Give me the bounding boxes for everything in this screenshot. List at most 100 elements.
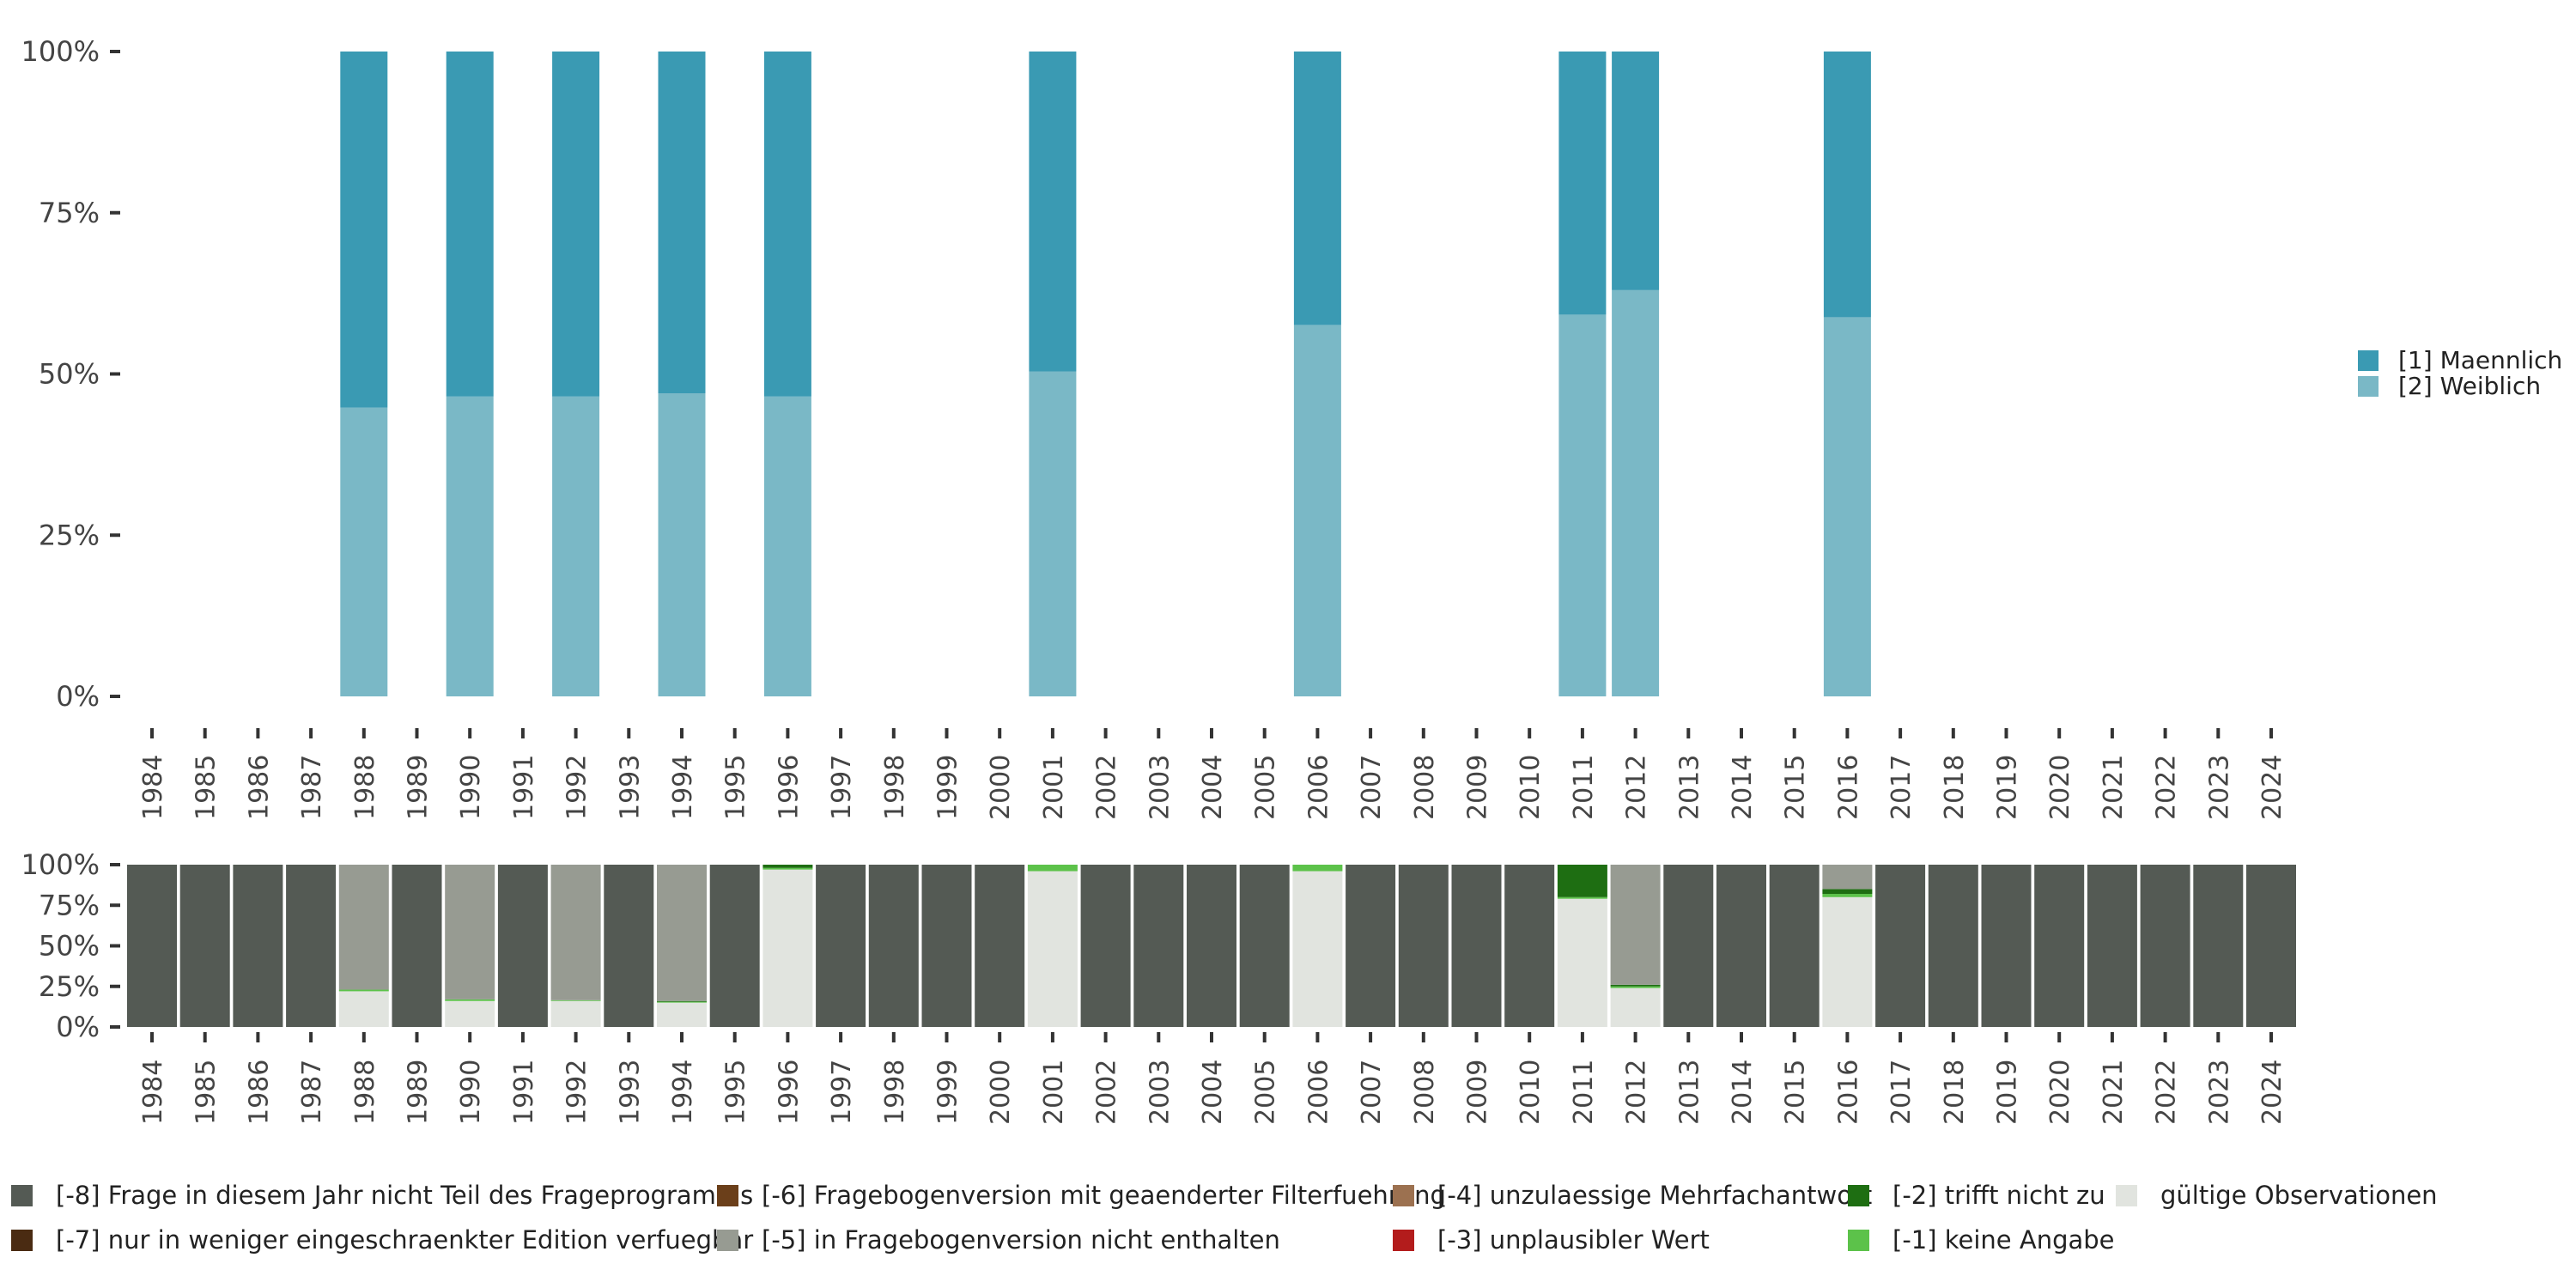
bar-segment-m2-2016 bbox=[1822, 889, 1873, 895]
legend-label-m1: [-1] keine Angabe bbox=[1893, 1225, 2115, 1255]
bar-segment-m8-1995 bbox=[709, 865, 760, 1027]
bar-weiblich-2012 bbox=[1612, 289, 1660, 696]
x-tick-label: 2009 bbox=[1463, 755, 1493, 820]
bar-segment-valid-1988 bbox=[338, 991, 389, 1027]
bar-segment-m5-1994 bbox=[657, 865, 707, 1001]
bar-maennlich-2016 bbox=[1823, 52, 1871, 318]
bar-segment-m8-1998 bbox=[868, 865, 919, 1027]
x-tick-label: 2007 bbox=[1357, 755, 1387, 820]
x-tick-label: 2009 bbox=[1463, 1060, 1493, 1125]
bar-maennlich-1996 bbox=[763, 52, 811, 397]
legend-label-m7: [-7] nur in weniger eingeschraenkter Edi… bbox=[56, 1225, 753, 1255]
bar-segment-m2-2012 bbox=[1610, 984, 1661, 987]
bar-maennlich-2006 bbox=[1293, 52, 1341, 325]
bar-segment-m8-1985 bbox=[179, 865, 230, 1027]
x-tick-label: 1988 bbox=[350, 1060, 380, 1125]
top-chart-legend: [1] Maennlich[2] Weiblich bbox=[2358, 346, 2562, 400]
bar-segment-m8-2004 bbox=[1187, 865, 1236, 1027]
x-tick-label: 1984 bbox=[138, 755, 168, 820]
x-tick-label: 1987 bbox=[297, 1060, 327, 1125]
y-tick-label: 25% bbox=[39, 519, 100, 551]
bar-segment-m8-2000 bbox=[975, 865, 1025, 1027]
bar-maennlich-1992 bbox=[552, 52, 600, 397]
legend-label-m4: [-4] unzulaessige Mehrfachantwort bbox=[1437, 1181, 1872, 1210]
bar-segment-m8-2005 bbox=[1239, 865, 1290, 1027]
x-tick-label: 1992 bbox=[562, 1060, 592, 1125]
x-tick-label: 2015 bbox=[1781, 1060, 1811, 1125]
x-tick-label: 1985 bbox=[191, 1060, 222, 1125]
x-tick-label: 1990 bbox=[456, 1060, 486, 1125]
bar-weiblich-1990 bbox=[446, 396, 494, 696]
x-tick-label: 2001 bbox=[1039, 1060, 1069, 1125]
bar-segment-m2-2011 bbox=[1557, 865, 1607, 897]
x-tick-label: 2013 bbox=[1674, 755, 1704, 820]
x-tick-label: 1994 bbox=[668, 1060, 698, 1125]
bar-maennlich-2001 bbox=[1029, 52, 1077, 372]
bar-maennlich-2011 bbox=[1558, 52, 1607, 315]
x-tick-label: 2019 bbox=[1993, 1060, 2023, 1125]
bar-segment-m8-1993 bbox=[604, 865, 654, 1027]
bar-segment-m8-2017 bbox=[1875, 865, 1926, 1027]
x-tick-label: 2022 bbox=[2152, 1060, 2182, 1125]
bar-segment-valid-2016 bbox=[1822, 896, 1873, 1027]
bar-segment-valid-2001 bbox=[1027, 871, 1078, 1027]
x-tick-label: 1990 bbox=[456, 755, 486, 820]
x-tick-label: 2005 bbox=[1251, 755, 1281, 820]
bar-segment-m5-1988 bbox=[338, 865, 389, 990]
legend-label: [1] Maennlich bbox=[2398, 346, 2562, 374]
bar-segment-m8-2003 bbox=[1133, 865, 1184, 1027]
x-tick-label: 2006 bbox=[1303, 1060, 1334, 1125]
x-tick-label: 2016 bbox=[1833, 755, 1863, 820]
bar-segment-m8-2018 bbox=[1928, 865, 1978, 1027]
bar-segment-m8-2014 bbox=[1716, 865, 1766, 1027]
x-tick-label: 2004 bbox=[1198, 1060, 1228, 1125]
x-tick-label: 2017 bbox=[1886, 1060, 1917, 1125]
x-tick-label: 1995 bbox=[721, 1060, 751, 1125]
bar-maennlich-1988 bbox=[340, 52, 388, 408]
bar-segment-m1-2012 bbox=[1610, 986, 1661, 988]
legend-label-m8: [-8] Frage in diesem Jahr nicht Teil des… bbox=[56, 1181, 753, 1210]
y-tick-label: 75% bbox=[39, 197, 100, 229]
bar-segment-m5-2012 bbox=[1610, 865, 1661, 985]
bar-segment-m8-2020 bbox=[2034, 865, 2085, 1027]
legend-label-m5: [-5] in Fragebogenversion nicht enthalte… bbox=[762, 1225, 1280, 1255]
x-tick-label: 2010 bbox=[1516, 755, 1546, 820]
bar-segment-m5-2016 bbox=[1822, 865, 1873, 890]
x-tick-label: 2000 bbox=[986, 1060, 1016, 1125]
legend-swatch-m6 bbox=[717, 1185, 738, 1206]
bar-weiblich-2016 bbox=[1823, 317, 1871, 696]
x-tick-label: 1991 bbox=[509, 1060, 539, 1125]
x-tick-label: 1986 bbox=[244, 1060, 274, 1125]
x-tick-label: 2024 bbox=[2257, 755, 2287, 820]
legend-swatch-m4 bbox=[1393, 1185, 1414, 1206]
bar-segment-m8-2013 bbox=[1663, 865, 1714, 1027]
x-tick-label: 2020 bbox=[2045, 755, 2075, 820]
bar-segment-m8-2022 bbox=[2140, 865, 2190, 1027]
bottom-chart-legend: [-8] Frage in diesem Jahr nicht Teil des… bbox=[11, 1181, 2438, 1255]
bar-weiblich-2006 bbox=[1293, 325, 1341, 696]
legend-swatch-m5 bbox=[717, 1230, 738, 1251]
x-tick-label: 1992 bbox=[562, 755, 592, 820]
x-tick-label: 1988 bbox=[350, 755, 380, 820]
bar-segment-valid-1992 bbox=[550, 1000, 601, 1027]
y-tick-label: 100% bbox=[21, 35, 100, 68]
bar-segment-m8-1987 bbox=[286, 865, 337, 1027]
x-tick-label: 1989 bbox=[404, 1060, 434, 1125]
x-tick-label: 2018 bbox=[1940, 1060, 1970, 1125]
bar-segment-m8-1989 bbox=[392, 865, 442, 1027]
bar-segment-m8-2010 bbox=[1504, 865, 1555, 1027]
bar-weiblich-2011 bbox=[1558, 314, 1607, 696]
legend-swatch-m3 bbox=[1393, 1230, 1414, 1251]
bar-segment-m1-1988 bbox=[338, 989, 389, 992]
x-tick-label: 2023 bbox=[2204, 1060, 2234, 1125]
legend-label-m3: [-3] unplausibler Wert bbox=[1437, 1225, 1710, 1255]
x-tick-label: 1987 bbox=[297, 755, 327, 820]
x-tick-label: 1993 bbox=[615, 1060, 645, 1125]
x-tick-label: 2013 bbox=[1674, 1060, 1704, 1125]
x-tick-label: 2002 bbox=[1092, 755, 1122, 820]
x-tick-label: 2004 bbox=[1198, 755, 1228, 820]
x-tick-label: 1999 bbox=[933, 1060, 963, 1125]
bar-segment-m8-2021 bbox=[2087, 865, 2137, 1027]
legend-label-m6: [-6] Fragebogenversion mit geaenderter F… bbox=[762, 1181, 1446, 1210]
